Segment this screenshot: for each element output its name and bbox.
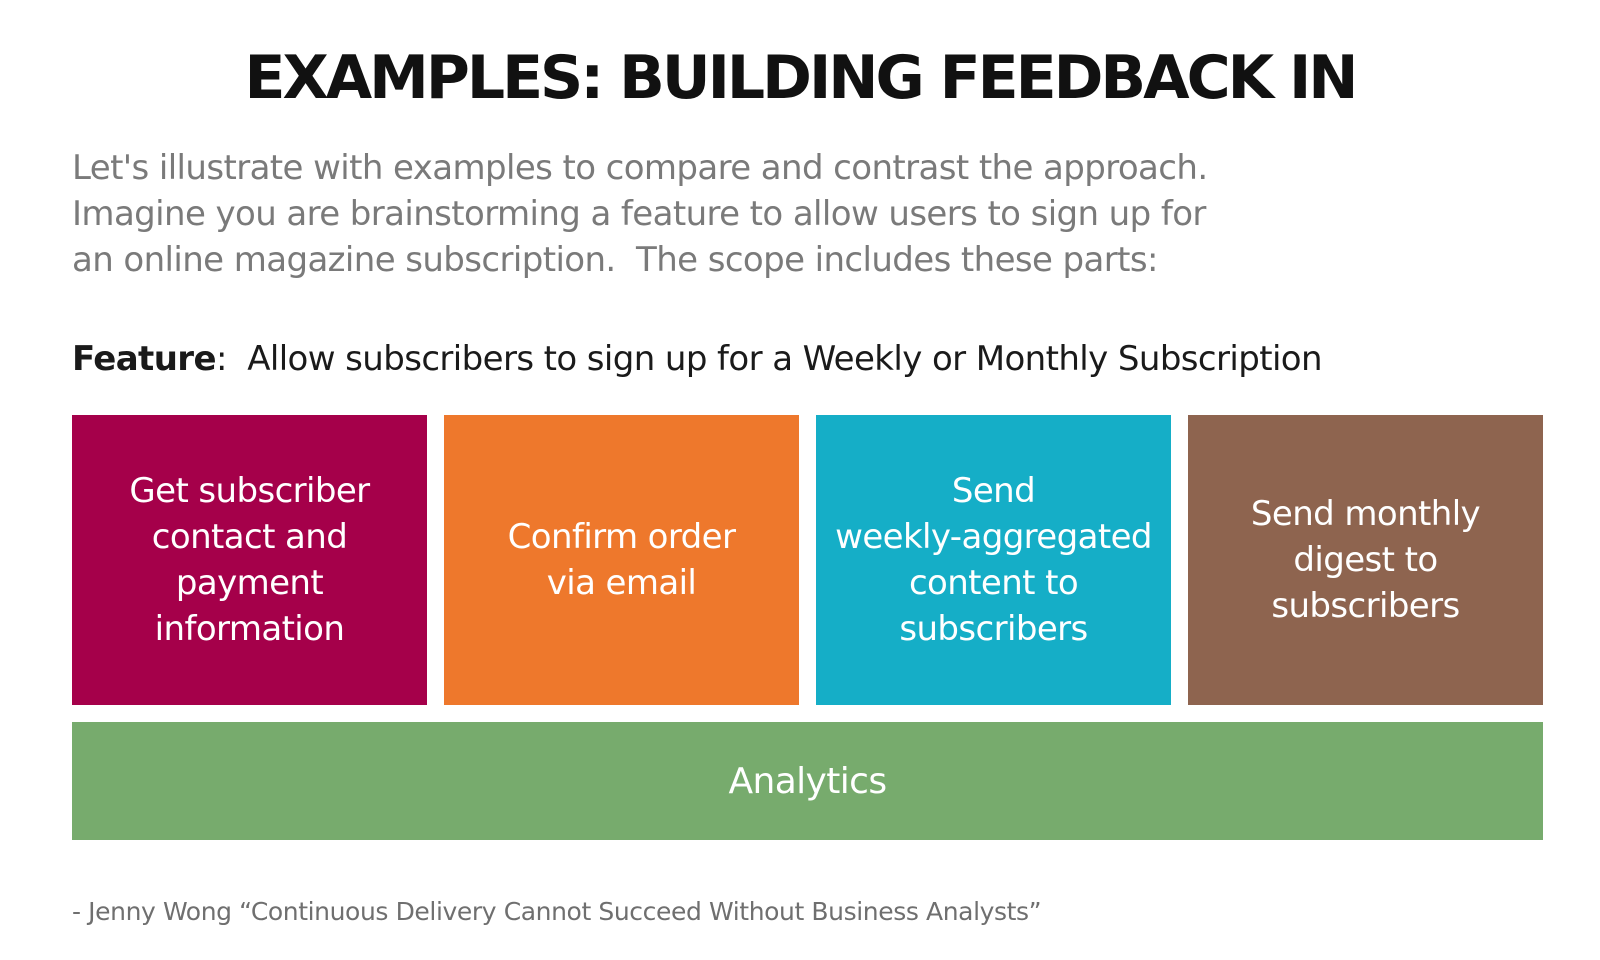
part-box-line: Confirm order xyxy=(507,517,736,557)
intro-line: Imagine you are brainstorming a feature … xyxy=(72,194,1206,234)
part-box-text: Confirm order via email xyxy=(508,514,736,606)
page-title: EXAMPLES: BUILDING FEEDBACK IN xyxy=(244,43,1358,113)
part-box-line: digest to xyxy=(1293,540,1438,580)
intro-line: Let's illustrate with examples to compar… xyxy=(72,148,1208,188)
part-box-line: via email xyxy=(546,563,697,603)
intro-line: an online magazine subscription. The sco… xyxy=(72,240,1158,280)
intro-paragraph: Let's illustrate with examples to compar… xyxy=(72,145,1372,283)
part-box-text: Send weekly-aggregated content to subscr… xyxy=(835,468,1152,652)
part-box-line: contact and xyxy=(151,517,348,557)
part-box-text: Send monthly digest to subscribers xyxy=(1250,491,1481,629)
source-citation: - Jenny Wong “Continuous Delivery Cannot… xyxy=(72,897,1042,926)
part-box-line: Send xyxy=(951,471,1036,511)
feature-label: Feature xyxy=(72,339,217,379)
part-box-line: weekly-aggregated xyxy=(835,517,1152,557)
part-box-line: Send monthly xyxy=(1250,494,1481,534)
part-box-subscriber-info: Get subscriber contact and payment infor… xyxy=(72,415,427,705)
feature-statement: Feature: Allow subscribers to sign up fo… xyxy=(72,336,1552,382)
part-box-line: content to xyxy=(908,563,1079,603)
analytics-bar: Analytics xyxy=(72,722,1543,840)
part-box-line: subscribers xyxy=(899,609,1088,649)
part-box-line: payment xyxy=(175,563,324,603)
part-box-line: information xyxy=(154,609,345,649)
part-box-weekly-content: Send weekly-aggregated content to subscr… xyxy=(816,415,1171,705)
part-box-text: Get subscriber contact and payment infor… xyxy=(129,468,370,652)
feature-text: : Allow subscribers to sign up for a Wee… xyxy=(215,339,1323,379)
part-box-line: subscribers xyxy=(1271,586,1460,626)
part-box-monthly-digest: Send monthly digest to subscribers xyxy=(1188,415,1543,705)
part-box-confirm-order: Confirm order via email xyxy=(444,415,799,705)
part-box-line: Get subscriber xyxy=(129,471,370,511)
